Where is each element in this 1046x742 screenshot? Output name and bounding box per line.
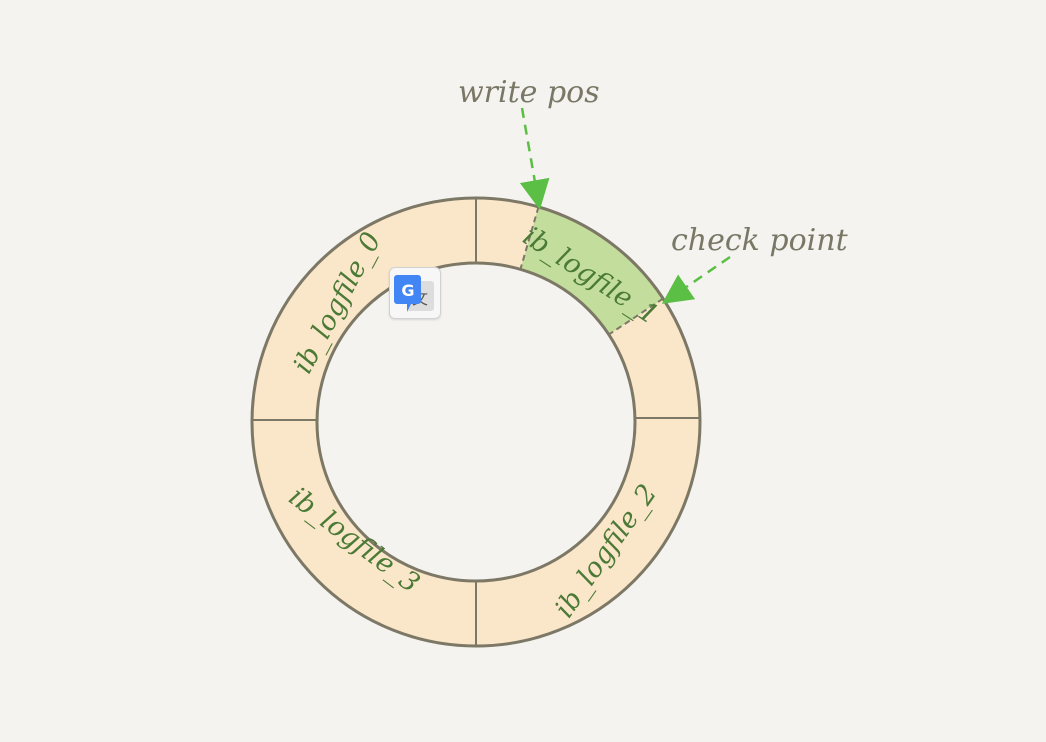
google-translate-icon: 文 G (394, 275, 434, 312)
svg-text:G: G (401, 281, 414, 300)
check-point-label: check point (671, 223, 849, 258)
translate-button[interactable]: 文 G (389, 267, 441, 319)
written-region (520, 206, 664, 335)
written-region-outer-edge (538, 205, 665, 300)
write-pos-boundary (519, 206, 540, 270)
check-point-arrow (661, 255, 731, 304)
write-pos-arrow (519, 107, 550, 210)
check-point-boundary (608, 297, 664, 336)
write-pos-label: write pos (458, 75, 600, 110)
